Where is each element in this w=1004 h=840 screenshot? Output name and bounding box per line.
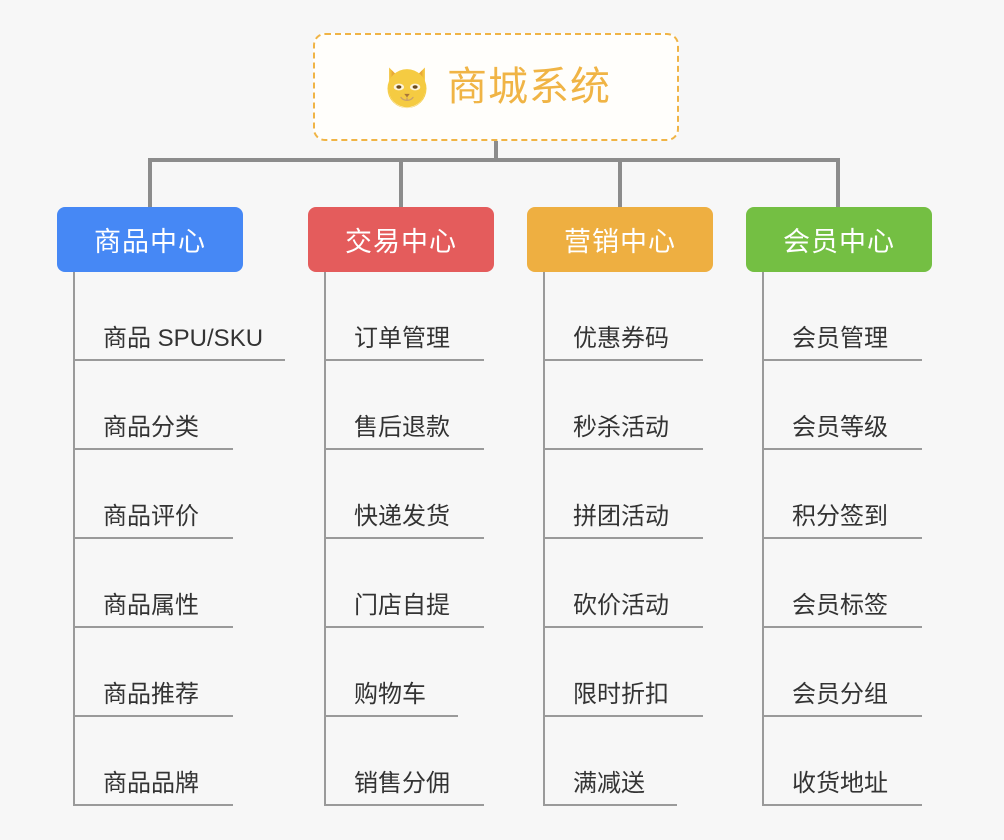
leaf-label: 快递发货 xyxy=(354,503,450,530)
leaf-list: 会员管理会员等级积分签到会员标签会员分组收货地址 xyxy=(762,272,932,806)
leaf-label: 满减送 xyxy=(573,770,645,797)
leaf-label: 商品属性 xyxy=(103,592,199,619)
leaf-underline xyxy=(543,804,677,806)
leaf-label: 积分签到 xyxy=(792,503,888,530)
leaf-label: 商品评价 xyxy=(103,503,199,530)
leaf-underline xyxy=(543,448,703,450)
branch-head-1[interactable]: 交易中心 xyxy=(308,207,494,272)
leaf-underline xyxy=(324,804,484,806)
branch-head-0[interactable]: 商品中心 xyxy=(57,207,243,272)
leaf-label: 购物车 xyxy=(354,681,426,708)
leaf-label: 商品推荐 xyxy=(103,681,199,708)
leaf-item[interactable]: 收货地址 xyxy=(762,717,932,806)
leaf-label: 砍价活动 xyxy=(573,592,669,619)
leaf-label: 商品 SPU/SKU xyxy=(103,325,264,352)
leaf-item[interactable]: 会员分组 xyxy=(762,628,932,717)
leaf-underline xyxy=(762,448,922,450)
leaf-label: 售后退款 xyxy=(354,414,450,441)
branch-column: 交易中心订单管理售后退款快递发货门店自提购物车销售分佣 xyxy=(308,207,494,806)
leaf-item[interactable]: 限时折扣 xyxy=(543,628,713,717)
root-title: 商城系统 xyxy=(447,65,611,109)
branch-spine xyxy=(762,272,764,806)
leaf-label: 会员分组 xyxy=(792,681,888,708)
leaf-underline xyxy=(73,448,233,450)
leaf-item[interactable]: 商品推荐 xyxy=(73,628,243,717)
leaf-underline xyxy=(762,804,922,806)
leaf-label: 销售分佣 xyxy=(354,770,450,797)
branch-head-2[interactable]: 营销中心 xyxy=(527,207,713,272)
leaf-underline xyxy=(762,359,922,361)
leaf-item[interactable]: 售后退款 xyxy=(324,361,494,450)
leaf-item[interactable]: 门店自提 xyxy=(324,539,494,628)
root-node[interactable]: 商城系统 xyxy=(313,33,679,141)
leaf-item[interactable]: 积分签到 xyxy=(762,450,932,539)
branch-head-label: 交易中心 xyxy=(345,227,457,257)
leaf-underline xyxy=(73,626,233,628)
leaf-underline xyxy=(543,359,703,361)
leaf-label: 商品分类 xyxy=(103,414,199,441)
leaf-underline xyxy=(324,537,484,539)
leaf-label: 会员管理 xyxy=(792,325,888,352)
leaf-item[interactable]: 优惠券码 xyxy=(543,272,713,361)
leaf-underline xyxy=(543,626,703,628)
leaf-underline xyxy=(73,537,233,539)
leaf-underline xyxy=(543,715,703,717)
leaf-label: 门店自提 xyxy=(354,592,450,619)
leaf-label: 秒杀活动 xyxy=(573,414,669,441)
leaf-item[interactable]: 会员管理 xyxy=(762,272,932,361)
branch-spine xyxy=(543,272,545,806)
leaf-underline xyxy=(762,626,922,628)
leaf-underline xyxy=(543,537,703,539)
leaf-list: 商品 SPU/SKU 商品分类商品评价商品属性商品推荐商品品牌 xyxy=(73,272,285,806)
leaf-item[interactable]: 销售分佣 xyxy=(324,717,494,806)
shiba-dog-face-icon xyxy=(387,67,427,110)
leaf-underline xyxy=(73,359,285,361)
leaf-underline xyxy=(324,359,484,361)
leaf-item[interactable]: 商品属性 xyxy=(73,539,243,628)
leaf-underline xyxy=(324,626,484,628)
leaf-underline xyxy=(73,715,233,717)
branch-head-label: 营销中心 xyxy=(564,227,676,257)
leaf-label: 订单管理 xyxy=(354,325,450,352)
leaf-item[interactable]: 秒杀活动 xyxy=(543,361,713,450)
leaf-list: 订单管理售后退款快递发货门店自提购物车销售分佣 xyxy=(324,272,494,806)
leaf-underline xyxy=(762,537,922,539)
leaf-label: 会员标签 xyxy=(792,592,888,619)
leaf-item[interactable]: 快递发货 xyxy=(324,450,494,539)
leaf-item[interactable]: 会员标签 xyxy=(762,539,932,628)
leaf-item[interactable]: 拼团活动 xyxy=(543,450,713,539)
leaf-underline xyxy=(324,448,484,450)
leaf-label: 会员等级 xyxy=(792,414,888,441)
leaf-item[interactable]: 订单管理 xyxy=(324,272,494,361)
branch-spine xyxy=(73,272,75,806)
leaf-label: 限时折扣 xyxy=(573,681,669,708)
leaf-underline xyxy=(73,804,233,806)
leaf-underline xyxy=(762,715,922,717)
branch-head-label: 商品中心 xyxy=(94,227,206,257)
leaf-underline xyxy=(324,715,458,717)
branch-head-label: 会员中心 xyxy=(783,227,895,257)
leaf-list: 优惠券码秒杀活动拼团活动砍价活动限时折扣满减送 xyxy=(543,272,713,806)
leaf-item[interactable]: 购物车 xyxy=(324,628,494,717)
leaf-item[interactable]: 满减送 xyxy=(543,717,713,806)
branch-spine xyxy=(324,272,326,806)
leaf-item[interactable]: 商品 SPU/SKU xyxy=(73,272,285,361)
leaf-item[interactable]: 会员等级 xyxy=(762,361,932,450)
leaf-item[interactable]: 砍价活动 xyxy=(543,539,713,628)
leaf-label: 拼团活动 xyxy=(573,503,669,530)
leaf-label: 优惠券码 xyxy=(573,325,669,352)
branch-column: 营销中心优惠券码秒杀活动拼团活动砍价活动限时折扣满减送 xyxy=(527,207,713,806)
branch-column: 会员中心会员管理会员等级积分签到会员标签会员分组收货地址 xyxy=(746,207,932,806)
leaf-item[interactable]: 商品品牌 xyxy=(73,717,243,806)
leaf-item[interactable]: 商品评价 xyxy=(73,450,243,539)
leaf-item[interactable]: 商品分类 xyxy=(73,361,243,450)
leaf-label: 商品品牌 xyxy=(103,770,199,797)
branch-column: 商品中心商品 SPU/SKU 商品分类商品评价商品属性商品推荐商品品牌 xyxy=(57,207,285,806)
leaf-label: 收货地址 xyxy=(792,770,888,797)
branch-head-3[interactable]: 会员中心 xyxy=(746,207,932,272)
